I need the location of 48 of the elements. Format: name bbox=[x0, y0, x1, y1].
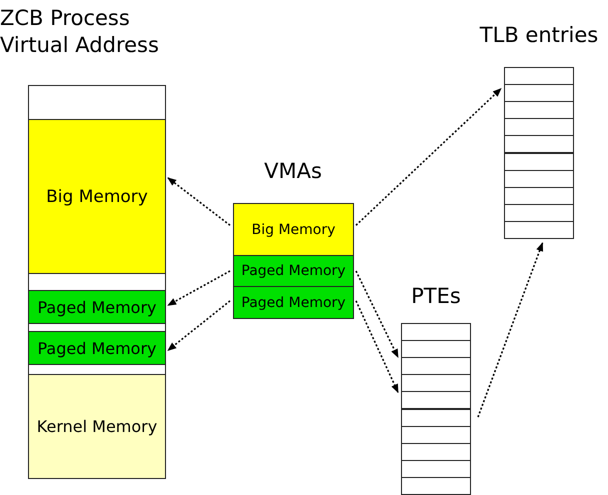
table-row bbox=[504, 67, 574, 86]
table-row bbox=[504, 101, 574, 120]
table-row bbox=[401, 408, 471, 427]
segment-label: Paged Memory bbox=[37, 298, 157, 316]
segment-label: Paged Memory bbox=[241, 294, 346, 310]
table-row bbox=[401, 357, 471, 376]
table-row bbox=[401, 391, 471, 410]
table-row bbox=[401, 374, 471, 392]
table-row bbox=[504, 135, 574, 154]
memory-segment bbox=[28, 331, 166, 365]
table-row bbox=[401, 323, 471, 342]
dotted-arrow bbox=[355, 88, 502, 226]
segment-label: Big Memory bbox=[46, 186, 148, 206]
dotted-arrow bbox=[355, 270, 399, 358]
table-row bbox=[504, 186, 574, 205]
segment-label: Paged Memory bbox=[241, 263, 346, 279]
table-row bbox=[28, 364, 166, 375]
memory-segment bbox=[233, 255, 354, 287]
dotted-arrow bbox=[477, 242, 544, 418]
group-heading: PTEs bbox=[411, 283, 461, 310]
memory-segment bbox=[233, 203, 354, 256]
segment-label: Big Memory bbox=[252, 222, 336, 238]
group-heading: ZCB Process Virtual Address bbox=[0, 5, 160, 59]
dotted-arrow bbox=[167, 300, 230, 351]
segment-label: Paged Memory bbox=[37, 338, 157, 358]
dotted-arrow bbox=[167, 177, 230, 226]
table-row bbox=[401, 426, 471, 444]
table-row bbox=[401, 442, 471, 461]
group-heading: VMAs bbox=[264, 158, 322, 185]
memory-segment bbox=[28, 119, 166, 274]
dotted-arrow bbox=[355, 300, 399, 394]
segment-label: Kernel Memory bbox=[36, 417, 158, 436]
table-row bbox=[401, 476, 471, 495]
memory-segment bbox=[28, 374, 166, 479]
table-row bbox=[504, 220, 574, 239]
table-row bbox=[504, 84, 574, 102]
table-row bbox=[504, 118, 574, 136]
table-row bbox=[28, 273, 166, 291]
table-row bbox=[504, 152, 574, 171]
table-row bbox=[28, 85, 166, 120]
table-row bbox=[401, 460, 471, 478]
dotted-arrow bbox=[167, 270, 230, 306]
table-row bbox=[504, 170, 574, 188]
memory-segment bbox=[28, 290, 166, 324]
memory-segment bbox=[233, 286, 354, 319]
group-heading: TLB entries bbox=[480, 22, 598, 49]
table-row bbox=[401, 340, 471, 358]
table-row bbox=[504, 204, 574, 222]
